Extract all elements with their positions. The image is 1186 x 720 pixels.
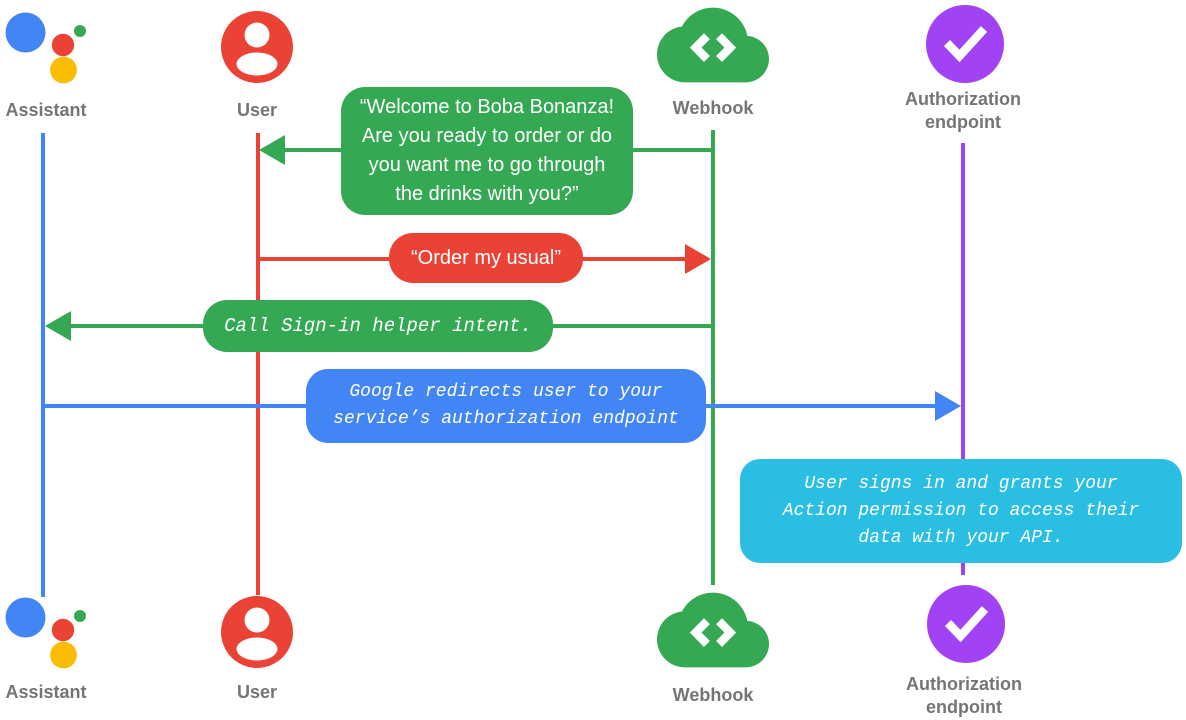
assistant-label-bottom: Assistant — [5, 682, 87, 702]
user-lifeline — [256, 133, 260, 595]
user-label: User — [236, 100, 278, 120]
user-icon — [221, 11, 293, 83]
signin-arrowhead — [45, 311, 71, 341]
user-label-bottom: User — [236, 682, 278, 702]
redirect-arrowhead — [935, 391, 961, 421]
welcome-arrowhead — [259, 135, 285, 165]
assistant-icon-bottom — [5, 597, 86, 669]
grant-note-bubble: User signs in and grants your Action per… — [740, 459, 1182, 563]
webhook-lifeline — [711, 130, 715, 585]
authorization-endpoint-label: Authorization endpoint — [905, 89, 1021, 132]
redirect-message-bubble: Google redirects user to your service’s … — [306, 369, 706, 443]
webhook-icon — [657, 7, 769, 83]
assistant-lifeline — [41, 133, 45, 597]
assistant-icon — [5, 12, 86, 84]
order-arrowhead — [685, 244, 711, 274]
user-icon-bottom — [221, 596, 293, 668]
webhook-icon-bottom — [657, 592, 769, 668]
welcome-message-bubble: “Welcome to Boba Bonanza! Are you ready … — [341, 87, 633, 215]
authorization-endpoint-icon — [926, 5, 1004, 83]
order-message-bubble: “Order my usual” — [389, 233, 583, 283]
assistant-label: Assistant — [5, 100, 87, 120]
authorization-endpoint-lifeline — [961, 143, 965, 575]
signin-message-bubble: Call Sign-in helper intent. — [203, 300, 553, 352]
webhook-label: Webhook — [672, 98, 754, 118]
webhook-label-bottom: Webhook — [672, 685, 754, 705]
authorization-endpoint-label-bottom: Authorization endpoint — [906, 674, 1022, 717]
authorization-endpoint-icon-bottom — [927, 585, 1005, 663]
